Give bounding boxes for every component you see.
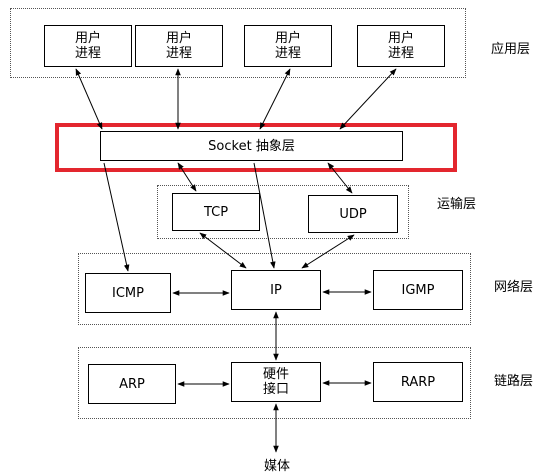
arrow-socket-udp — [327, 162, 353, 194]
application-layer-frame — [10, 8, 466, 78]
hardware-interface-label: 硬件 接口 — [262, 367, 289, 397]
user-process-label-3: 用户 进程 — [274, 31, 301, 61]
transport-layer-frame — [157, 185, 409, 239]
arrow-tcp-ip — [199, 232, 247, 269]
ip-box: IP — [231, 270, 321, 310]
transport-layer-label: 运输层 — [437, 197, 477, 212]
user-process-box-1: 用户 进程 — [44, 25, 132, 67]
user-process-box-4: 用户 进程 — [357, 25, 445, 67]
icmp-label: ICMP — [112, 285, 144, 301]
ip-label: IP — [270, 282, 282, 298]
icmp-box: ICMP — [85, 273, 171, 313]
arrow-udp-ip — [301, 234, 355, 269]
arrow-up1-socket — [75, 68, 103, 130]
arrow-socket-icmp — [103, 162, 130, 272]
media-label: 媒体 — [264, 459, 291, 474]
arp-label: ARP — [119, 376, 145, 392]
udp-label: UDP — [339, 206, 367, 222]
arrow-socket-tcp — [177, 162, 197, 192]
application-layer-label: 应用层 — [491, 42, 531, 57]
tcp-box: TCP — [172, 193, 260, 231]
user-process-label-4: 用户 进程 — [387, 31, 414, 61]
rarp-label: RARP — [400, 374, 436, 390]
user-process-box-2: 用户 进程 — [135, 25, 223, 67]
socket-highlight-frame — [55, 123, 457, 172]
user-process-label-2: 用户 进程 — [165, 31, 192, 61]
arrow-socket-ip — [253, 162, 276, 269]
user-process-box-3: 用户 进程 — [244, 25, 332, 67]
link-layer-label: 链路层 — [494, 374, 534, 389]
hardware-interface-box: 硬件 接口 — [231, 362, 321, 402]
tcp-label: TCP — [203, 204, 229, 220]
arrow-up3-socket — [259, 68, 291, 130]
igmp-box: IGMP — [373, 270, 463, 310]
socket-label: Socket 抽象层 — [208, 138, 295, 154]
socket-box: Socket 抽象层 — [100, 131, 403, 161]
rarp-box: RARP — [373, 362, 463, 402]
network-layer-label: 网络层 — [494, 280, 534, 295]
igmp-label: IGMP — [401, 282, 435, 298]
arrow-up4-socket — [339, 68, 397, 130]
user-process-label-1: 用户 进程 — [74, 31, 101, 61]
udp-box: UDP — [308, 195, 398, 233]
arp-box: ARP — [88, 364, 176, 404]
